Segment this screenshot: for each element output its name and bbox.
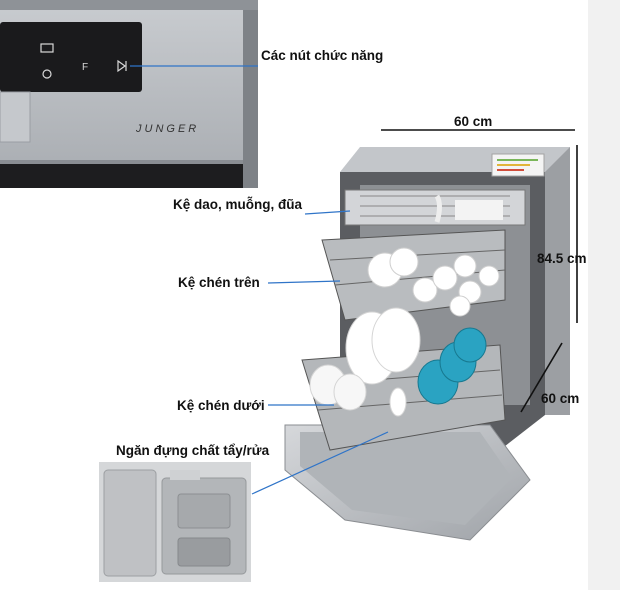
child-lock-icon <box>42 69 52 79</box>
right-edge-strip <box>588 0 620 590</box>
control-panel-closeup: F JUNGER <box>0 0 258 188</box>
dimension-depth-label: 60 cm <box>541 391 580 406</box>
callout-line-detergent <box>251 431 389 495</box>
detergent-compartment-closeup <box>99 462 251 582</box>
function-button-label: F <box>82 62 88 73</box>
play-pause-icon <box>117 59 127 73</box>
dimension-height-label: 84.5 cm <box>537 251 587 266</box>
label-upper-rack: Kệ chén trên <box>178 275 260 290</box>
dishwasher-body <box>284 147 570 541</box>
brand-logo: JUNGER <box>135 123 199 135</box>
dimension-width-label: 60 cm <box>454 114 493 129</box>
callout-line-upper-rack <box>267 280 341 284</box>
dimension-lines <box>381 129 578 413</box>
lower-rack <box>301 307 506 451</box>
program-icon <box>40 43 54 53</box>
depth-line <box>520 342 563 413</box>
control-panel-display <box>0 22 142 92</box>
label-control-buttons: Các nút chức năng <box>261 48 384 63</box>
label-cutlery-rack: Kệ dao, muỗng, đũa <box>173 197 303 212</box>
label-detergent-compartment: Ngăn đựng chất tẩy/rửa <box>116 443 270 458</box>
label-lower-rack: Kệ chén dưới <box>177 398 265 413</box>
upper-rack <box>321 229 506 321</box>
callout-line-cutlery <box>304 210 351 215</box>
callout-lines <box>130 65 389 495</box>
